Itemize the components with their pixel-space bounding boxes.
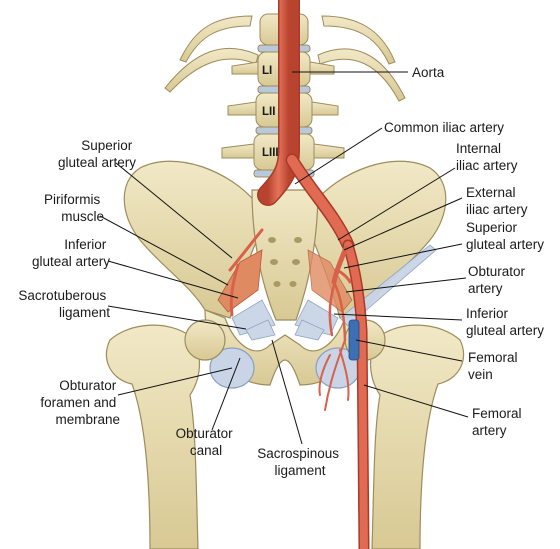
pelvis <box>123 160 447 389</box>
femoral-vein <box>348 319 360 361</box>
label-inferior-gluteal-artery-right: Inferior gluteal artery <box>466 306 544 338</box>
transverse-process-l1 <box>231 61 259 75</box>
label-aorta: Aorta <box>412 65 445 80</box>
internal-iliac <box>331 245 349 285</box>
right-piriformis <box>307 249 353 313</box>
label-obturator-artery: Obturator artery <box>468 264 529 296</box>
label-femoral-vein: Femoral vein <box>468 350 521 382</box>
left-gluteal-arteries <box>228 228 264 317</box>
transverse-process-l3 <box>221 143 255 159</box>
piriformis-muscles <box>217 249 353 313</box>
label-obturator-canal: Obturator canal <box>176 426 237 458</box>
left-piriformis <box>217 249 263 313</box>
label-sacrotuberous-ligament: Sacrotuberous ligament <box>18 288 110 320</box>
left-femoral-head <box>184 319 226 361</box>
label-femoral-artery: Femoral artery <box>472 406 525 438</box>
sacral-foramina <box>268 237 302 287</box>
left-sacrospinous-ligament <box>245 319 276 341</box>
right-rib-upper <box>317 48 406 102</box>
vertebra-label-l3: LIII <box>262 147 279 159</box>
sacrum <box>251 189 319 321</box>
label-sacrospinous-ligament: Sacrospinous ligament <box>257 446 343 478</box>
arteries <box>228 0 370 549</box>
obturator-artery <box>332 280 347 342</box>
right-sacrospinous-ligament <box>294 319 325 341</box>
transverse-process-r3 <box>313 143 345 159</box>
right-femur <box>369 324 465 549</box>
transverse-process-l2 <box>227 101 257 116</box>
vertebra-label-l1: LI <box>262 65 272 77</box>
right-rib-lower <box>321 15 396 65</box>
label-obturator-foramen-and-membrane: Obturator foramen and membrane <box>40 378 120 427</box>
femoral-branches <box>318 339 350 411</box>
label-internal-iliac-artery: Internal iliac artery <box>456 141 518 173</box>
label-common-iliac-artery: Common iliac artery <box>384 120 504 135</box>
transverse-process-r2 <box>311 101 339 116</box>
inferior-gluteal-right <box>328 283 336 337</box>
label-inferior-gluteal-artery-left: Inferior gluteal artery <box>32 237 110 269</box>
vertebra-label-l2: LII <box>262 106 275 118</box>
label-external-iliac-artery: External iliac artery <box>466 185 528 217</box>
transverse-process-r1 <box>309 61 335 75</box>
superior-gluteal-right <box>334 268 352 284</box>
label-superior-gluteal-artery-right: Superior gluteal artery <box>466 220 544 252</box>
label-piriformis-muscle: Piriformis muscle <box>44 192 104 224</box>
left-rib-upper <box>164 47 259 93</box>
leader-lines <box>99 71 469 445</box>
ribs <box>164 15 406 102</box>
label-superior-gluteal-artery-left: Superior gluteal artery <box>58 138 136 170</box>
left-rib-lower <box>179 15 253 63</box>
